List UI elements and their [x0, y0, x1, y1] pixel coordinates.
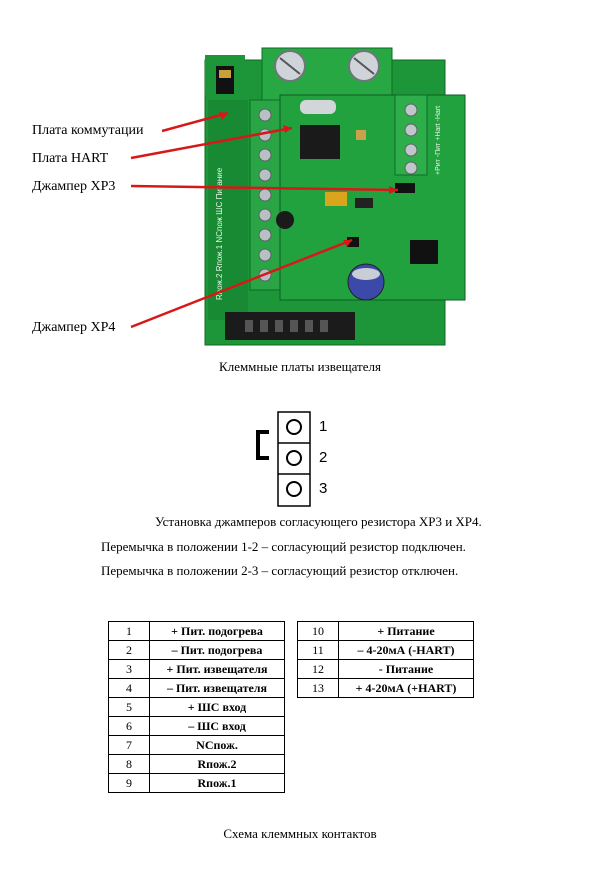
terminal-description: - Питание — [338, 659, 474, 679]
terminal-description: NCпож. — [149, 735, 285, 755]
arrow-xp3 — [130, 184, 399, 192]
pin-1 — [286, 419, 302, 435]
jumper-text-line3: Перемычка в положении 2-3 – согласующий … — [101, 563, 459, 578]
terminal-description: – 4-20мА (-HART) — [338, 640, 474, 660]
terminal-description: + ШС вход — [149, 697, 285, 717]
terminal-description: + Питание — [338, 621, 474, 641]
terminal-description: + Пит. извещателя — [149, 659, 285, 679]
terminal-description: Rпож.2 — [149, 754, 285, 774]
pin-2 — [286, 450, 302, 466]
label-commutation-board: Плата коммутации — [32, 123, 144, 138]
terminal-row: 12- Питание — [297, 659, 474, 679]
terminal-number: 2 — [108, 640, 150, 660]
terminal-boards-photo: Rпож.2 Rпож.1 NCпож ШС Питание +Pит -Пит… — [130, 47, 466, 346]
pointer-arrows — [130, 111, 399, 329]
terminal-row: 2– Пит. подогрева — [108, 640, 285, 660]
pin-label-2: 2 — [319, 449, 328, 466]
terminal-description: Rпож.1 — [149, 773, 285, 793]
terminal-row: 6– ШС вход — [108, 716, 285, 736]
label-jumper-xp3: Джампер XP3 — [32, 179, 116, 194]
terminal-row: 10+ Питание — [297, 621, 474, 641]
pin-label-1: 1 — [319, 418, 328, 435]
terminal-row: 1+ Пит. подогрева — [108, 621, 285, 641]
jumper-diagram — [256, 411, 311, 507]
label-jumper-xp4: Джампер XP4 — [32, 320, 116, 335]
terminal-description: – Пит. подогрева — [149, 640, 285, 660]
arrow-commutation — [161, 111, 229, 133]
terminal-number: 1 — [108, 621, 150, 641]
arrow-hart — [130, 126, 293, 160]
terminal-number: 10 — [297, 621, 339, 641]
hart-chip — [300, 125, 340, 159]
jumper-bracket — [256, 430, 269, 460]
jumper-text-line1: Установка джамперов согласующего резисто… — [155, 514, 482, 529]
table-caption: Схема клеммных контактов — [223, 826, 377, 841]
crystal — [300, 100, 336, 114]
terminal-row: 3+ Пит. извещателя — [108, 659, 285, 679]
terminal-number: 6 — [108, 716, 150, 736]
terminal-number: 9 — [108, 773, 150, 793]
terminal-description: – ШС вход — [149, 716, 285, 736]
pin-label-3: 3 — [319, 480, 328, 497]
terminal-description: – Пит. извещателя — [149, 678, 285, 698]
inductor — [276, 211, 294, 229]
label-hart-board: Плата HART — [32, 151, 109, 166]
terminal-description: + 4-20мА (+HART) — [338, 678, 474, 698]
terminal-number: 7 — [108, 735, 150, 755]
terminal-row: 11– 4-20мА (-HART) — [297, 640, 474, 660]
terminal-number: 11 — [297, 640, 339, 660]
terminal-number: 13 — [297, 678, 339, 698]
pin-3 — [286, 481, 302, 497]
terminal-number: 8 — [108, 754, 150, 774]
photo-caption: Клеммные платы извещателя — [219, 359, 381, 374]
terminal-row: 4– Пит. извещателя — [108, 678, 285, 698]
terminal-row: 5+ ШС вход — [108, 697, 285, 717]
terminal-description: + Пит. подогрева — [149, 621, 285, 641]
terminal-number: 12 — [297, 659, 339, 679]
jumper-text-line2: Перемычка в положении 1-2 – согласующий … — [101, 539, 466, 554]
terminal-number: 5 — [108, 697, 150, 717]
arrow-xp4 — [130, 238, 353, 329]
jumper-xp3-header — [395, 183, 415, 193]
svg-text:Rпож.2 Rпож.1 NCпож ШС Питание: Rпож.2 Rпож.1 NCпож ШС Питание — [215, 167, 224, 300]
terminal-number: 3 — [108, 659, 150, 679]
hart-silkscreen: +Pит -Пит +Hart -Hart — [435, 106, 442, 175]
terminal-number: 4 — [108, 678, 150, 698]
jumper-xp4-header — [347, 237, 359, 247]
terminal-row: 13+ 4-20мА (+HART) — [297, 678, 474, 698]
